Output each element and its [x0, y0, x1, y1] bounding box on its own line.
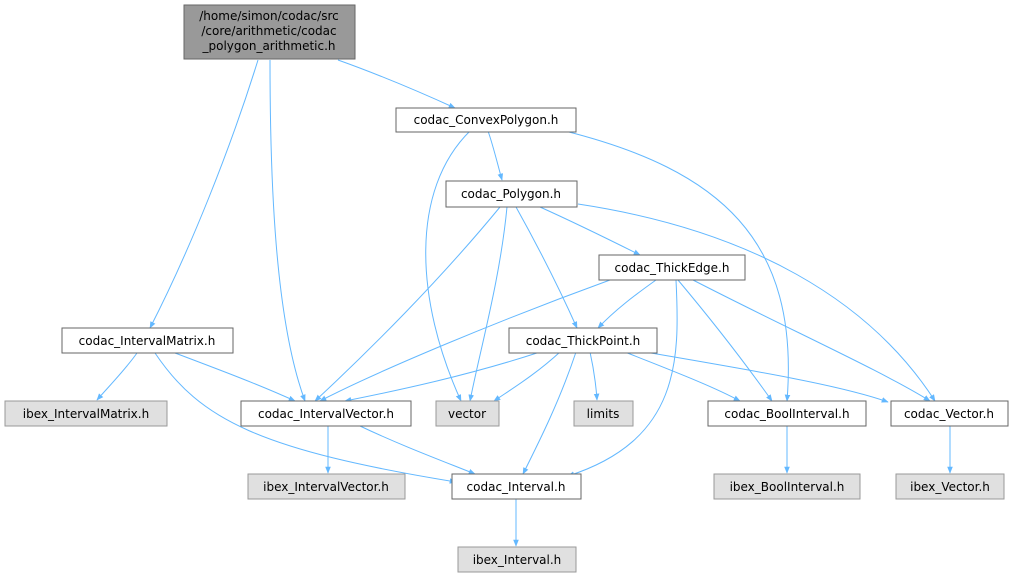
edge-thickpoint-vector: [493, 351, 561, 402]
node-vector-label: vector: [448, 407, 486, 421]
node-codac-vector[interactable]: codac_Vector.h: [890, 400, 1009, 427]
node-root-line-1: /home/simon/codac/src: [199, 9, 338, 23]
node-thickpoint[interactable]: codac_ThickPoint.h: [508, 327, 658, 354]
edge-thickedge-intervalvector: [319, 279, 611, 402]
edge-root-intervalvector: [269, 59, 306, 402]
edge-polygon-thickedge: [539, 206, 641, 256]
node-convexpolygon[interactable]: codac_ConvexPolygon.h: [395, 107, 577, 133]
node-limits: limits: [573, 400, 634, 427]
edge-polygon-intervalvector: [314, 206, 501, 402]
node-interval-label: codac_Interval.h: [467, 480, 566, 494]
edge-thickedge-thickpoint: [597, 279, 657, 329]
edge-convexpolygon-boolinterval: [564, 130, 791, 402]
edge-intervalmatrix-intervalvector: [174, 352, 296, 402]
node-polygon-label: codac_Polygon.h: [461, 187, 561, 201]
node-ibex-intervalmatrix: ibex_IntervalMatrix.h: [4, 400, 168, 427]
node-ibex-boolinterval: ibex_BoolInterval.h: [713, 473, 861, 500]
edge-root-intervalmatrix: [149, 59, 259, 329]
node-intervalvector[interactable]: codac_IntervalVector.h: [240, 400, 412, 427]
edge-polygon-vector: [468, 206, 508, 402]
node-thickpoint-label: codac_ThickPoint.h: [526, 334, 641, 348]
node-intervalmatrix-label: codac_IntervalMatrix.h: [79, 334, 216, 348]
nodes: /home/simon/codac/src /core/arithmetic/c…: [4, 4, 1009, 573]
edge-thickpoint-interval: [522, 351, 577, 475]
node-root-line-2: /core/arithmetic/codac: [201, 24, 336, 38]
node-intervalvector-label: codac_IntervalVector.h: [258, 407, 394, 421]
node-thickedge[interactable]: codac_ThickEdge.h: [598, 254, 746, 281]
node-intervalmatrix[interactable]: codac_IntervalMatrix.h: [61, 327, 234, 354]
edge-thickedge-interval: [567, 279, 678, 477]
node-boolinterval[interactable]: codac_BoolInterval.h: [707, 400, 867, 427]
edge-polygon-thickpoint: [515, 206, 578, 329]
edge-thickpoint-codac-vector: [644, 351, 889, 403]
edges: [96, 59, 953, 547]
node-convexpolygon-label: codac_ConvexPolygon.h: [414, 113, 559, 127]
node-thickedge-label: codac_ThickEdge.h: [615, 261, 730, 275]
node-ibex-vector-label: ibex_Vector.h: [910, 480, 990, 494]
edge-intervalmatrix-interval: [154, 352, 457, 484]
node-root: /home/simon/codac/src /core/arithmetic/c…: [183, 4, 356, 60]
node-ibex-intervalvector-label: ibex_IntervalVector.h: [263, 480, 389, 494]
edge-thickpoint-intervalvector: [344, 351, 541, 403]
node-ibex-vector: ibex_Vector.h: [895, 473, 1005, 500]
node-interval[interactable]: codac_Interval.h: [451, 473, 582, 500]
node-vector: vector: [435, 400, 500, 427]
node-boolinterval-label: codac_BoolInterval.h: [724, 407, 849, 421]
edge-convexpolygon-vector: [425, 130, 471, 402]
node-limits-label: limits: [587, 407, 620, 421]
node-ibex-intervalvector: ibex_IntervalVector.h: [247, 473, 406, 500]
node-ibex-interval: ibex_Interval.h: [457, 546, 577, 573]
node-root-line-3: _polygon_arithmetic.h: [201, 39, 335, 53]
edge-convexpolygon-polygon: [487, 130, 504, 181]
edge-thickedge-boolinterval: [677, 279, 773, 402]
node-polygon[interactable]: codac_Polygon.h: [445, 180, 578, 208]
edge-thickpoint-boolinterval: [624, 351, 741, 402]
edge-thickpoint-limits: [589, 351, 600, 401]
edge-intervalmatrix-ibex: [96, 352, 138, 401]
edge-intervalvector-interval: [359, 425, 476, 475]
edge-polygon-codac-vector: [577, 203, 936, 402]
node-codac-vector-label: codac_Vector.h: [904, 407, 994, 421]
node-ibex-intervalmatrix-label: ibex_IntervalMatrix.h: [23, 407, 149, 421]
edge-root-convexpolygon: [337, 59, 456, 109]
edge-thickedge-codac-vector: [692, 279, 931, 402]
node-ibex-boolinterval-label: ibex_BoolInterval.h: [730, 480, 845, 494]
node-ibex-interval-label: ibex_Interval.h: [473, 553, 562, 567]
